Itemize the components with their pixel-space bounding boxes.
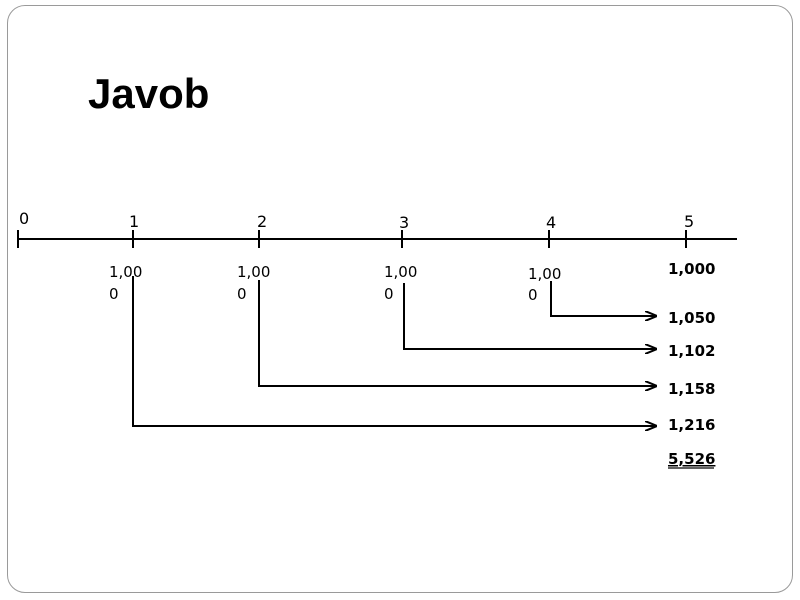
total-future-value: 5,526: [668, 450, 715, 468]
future-value-period-4: 1,050: [668, 309, 715, 327]
payment-2-amount-line2: 0: [237, 285, 247, 303]
period-label-1: 1: [129, 212, 139, 231]
payment-2-amount-line1: 1,00: [237, 263, 270, 281]
payment-3-amount-line1: 1,00: [384, 263, 417, 281]
compounding-arrow-period-3: [403, 283, 656, 349]
future-value-period-5: 1,000: [668, 260, 715, 278]
payment-4-amount-line1: 1,00: [528, 265, 561, 283]
payment-4-amount-line2: 0: [528, 286, 538, 304]
future-value-period-1: 1,216: [668, 416, 715, 434]
compounding-arrow-period-1: [132, 276, 656, 426]
slide-title: Javob: [88, 70, 210, 117]
compounding-arrow-period-2: [258, 280, 656, 386]
slide: Javob 0 1 2 3 4 5 1,00 0 1,00 0 1,00 0 1…: [7, 5, 793, 593]
period-label-5: 5: [684, 212, 694, 231]
future-value-period-3: 1,102: [668, 342, 715, 360]
period-label-4: 4: [546, 213, 556, 232]
period-label-2: 2: [257, 212, 267, 231]
future-value-period-2: 1,158: [668, 380, 715, 398]
period-label-0: 0: [19, 209, 29, 228]
cash-flow-timeline-diagram: 0 1 2 3 4 5 1,00 0 1,00 0 1,00 0 1,00 0 …: [17, 209, 737, 469]
payment-1-amount-line1: 1,00: [109, 263, 142, 281]
payment-1-amount-line2: 0: [109, 285, 119, 303]
payment-3-amount-line2: 0: [384, 285, 394, 303]
period-label-3: 3: [399, 213, 409, 232]
compounding-arrow-period-4: [550, 281, 656, 316]
